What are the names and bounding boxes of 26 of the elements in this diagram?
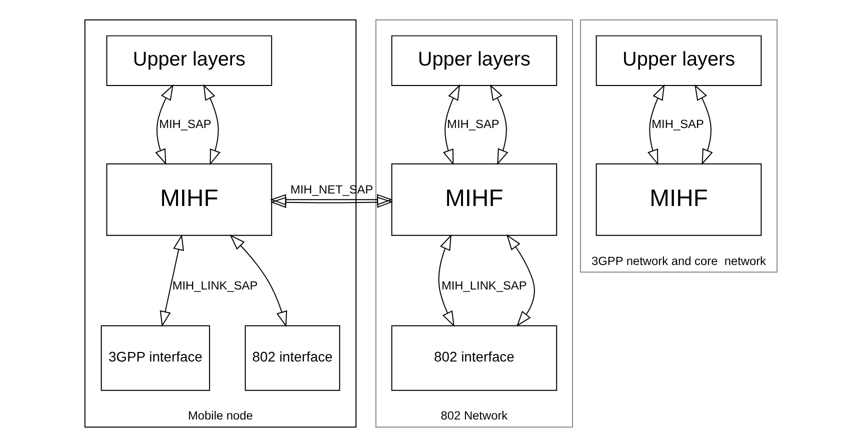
node-box: MIHF <box>390 163 557 236</box>
arrow <box>202 84 220 166</box>
edge-label: MIH_SAP <box>446 116 499 131</box>
arrow <box>489 84 508 165</box>
arrow <box>506 234 534 327</box>
arrow <box>154 84 173 165</box>
arrow <box>694 84 712 165</box>
edge-label: MIH_LINK_SAP <box>172 278 258 293</box>
node-box: Upper layers <box>390 35 557 86</box>
edge-label: MIH_SAP <box>651 116 704 131</box>
node-box: 802 interface <box>244 325 340 391</box>
node-box: MIHF <box>595 163 762 236</box>
node-box: 3GPP interface <box>100 325 210 391</box>
node-box: 802 interface <box>390 325 557 391</box>
edge-label: MIH_LINK_SAP <box>440 278 526 293</box>
node-box: MIHF <box>106 163 272 236</box>
edge-label: MIH_SAP <box>158 116 211 131</box>
arrow <box>442 84 460 166</box>
node-box: Upper layers <box>595 35 762 86</box>
arrow <box>270 194 392 206</box>
arrow <box>270 196 393 208</box>
arrow <box>647 84 664 166</box>
arrow <box>438 234 454 328</box>
arrow <box>229 234 287 328</box>
arrow <box>159 234 184 327</box>
node-box: Upper layers <box>106 35 272 86</box>
